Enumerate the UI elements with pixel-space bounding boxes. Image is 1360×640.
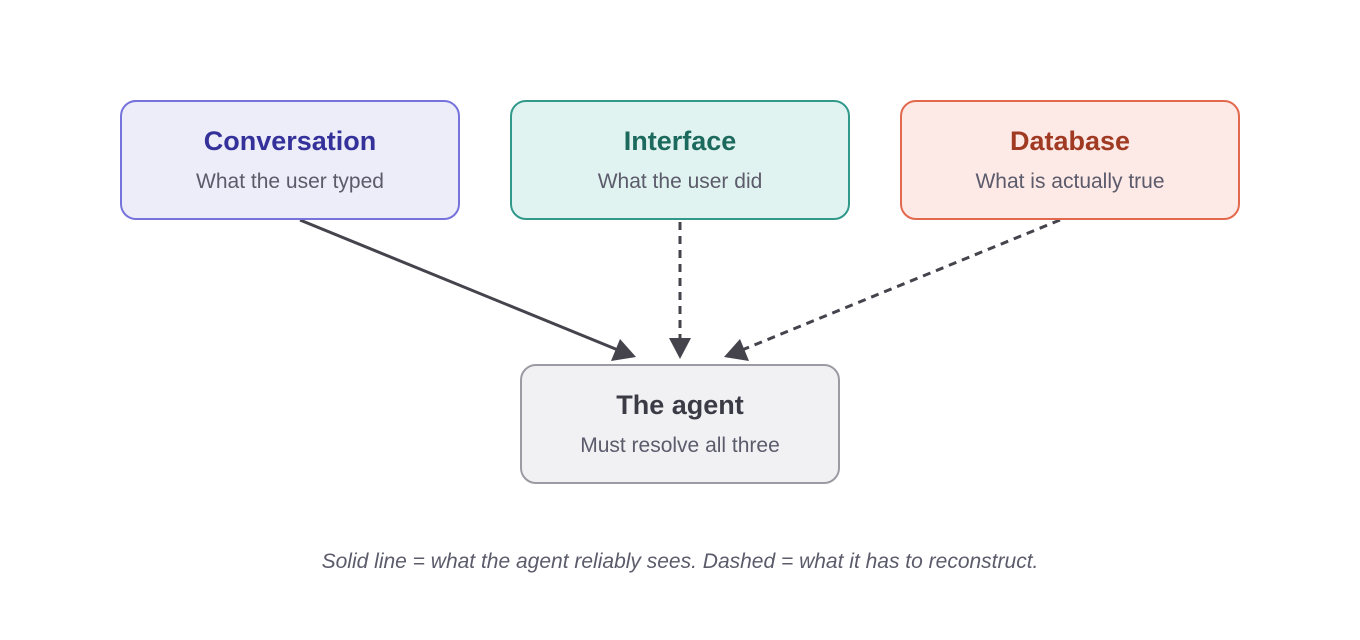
edge-conversation-to-agent [299,218,636,361]
node-interface: Interface What the user did [510,100,850,220]
node-conversation: Conversation What the user typed [120,100,460,220]
node-title: The agent [616,390,744,420]
arrowhead [669,338,691,359]
node-title: Conversation [203,126,377,156]
node-subtitle: What the user typed [196,170,384,193]
edge-interface-to-agent [669,222,691,359]
node-title: Interface [623,126,737,156]
node-title: Database [1009,126,1131,156]
node-subtitle: Must resolve all three [580,434,780,457]
diagram-caption: Solid line = what the agent reliably see… [321,550,1039,573]
edge-database-to-agent [724,218,1061,361]
arrowhead [724,339,749,361]
node-agent: The agent Must resolve all three [520,364,840,484]
node-database: Database What is actually true [900,100,1240,220]
edge-line-solid [299,218,619,352]
node-subtitle: What is actually true [975,170,1165,193]
edge-line-dashed [741,218,1061,352]
node-subtitle: What the user did [597,170,763,193]
arrowhead [611,339,636,361]
